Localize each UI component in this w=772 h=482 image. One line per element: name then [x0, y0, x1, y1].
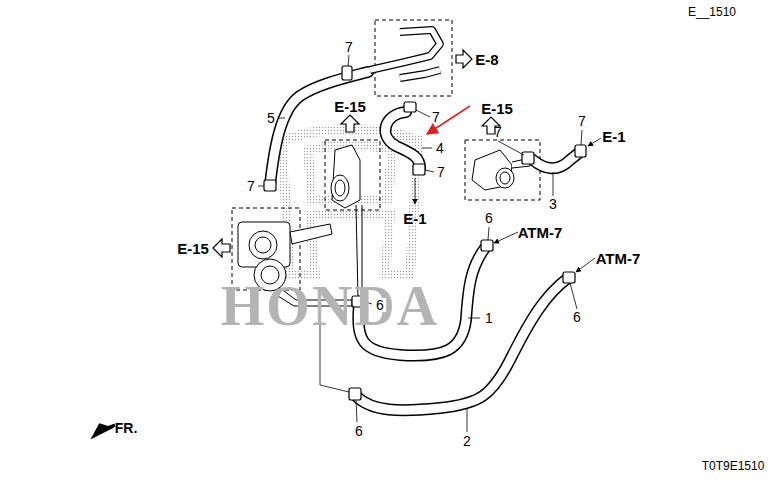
- highlight-arrow: [427, 106, 470, 134]
- callout-number: 7: [345, 40, 353, 54]
- water-outlet: [331, 145, 530, 298]
- callout-number: 6: [485, 211, 493, 225]
- front-label: FR.: [115, 421, 138, 435]
- dashed-group-box: [232, 20, 540, 290]
- callout-number: 1: [485, 311, 493, 325]
- callout-number: 2: [463, 434, 471, 448]
- front-arrow: [94, 425, 115, 436]
- leader-line: [258, 55, 601, 432]
- reference-code: E-15: [481, 101, 513, 116]
- callout-number: 7: [578, 114, 586, 128]
- water-pipe: [370, 30, 440, 78]
- callout-number: 7: [247, 179, 255, 193]
- reference-code: E-15: [334, 99, 366, 114]
- reference-code: ATM-7: [518, 225, 563, 240]
- coolant-hose: [270, 72, 580, 410]
- callout-number: 5: [267, 111, 275, 125]
- reference-code: E-1: [602, 129, 625, 144]
- callout-number: 7: [494, 125, 502, 139]
- callout-number: 6: [573, 310, 581, 324]
- reference-code: E-8: [475, 52, 498, 67]
- callout-number: 7: [432, 110, 440, 124]
- callout-number: 7: [437, 165, 445, 179]
- reference-code: E-1: [403, 211, 426, 226]
- callout-number: 6: [355, 424, 363, 438]
- reference-code: E-15: [177, 241, 209, 256]
- watermark-text: HONDA: [221, 278, 439, 334]
- callout-number: 4: [436, 141, 444, 155]
- diagram-code: E__1510: [688, 6, 736, 18]
- callout-number: 6: [374, 298, 386, 312]
- diagram-code: T0T9E1510: [702, 460, 765, 472]
- reference-code: ATM-7: [596, 251, 641, 266]
- callout-number: 3: [549, 197, 557, 211]
- hose-clamp: [264, 66, 586, 400]
